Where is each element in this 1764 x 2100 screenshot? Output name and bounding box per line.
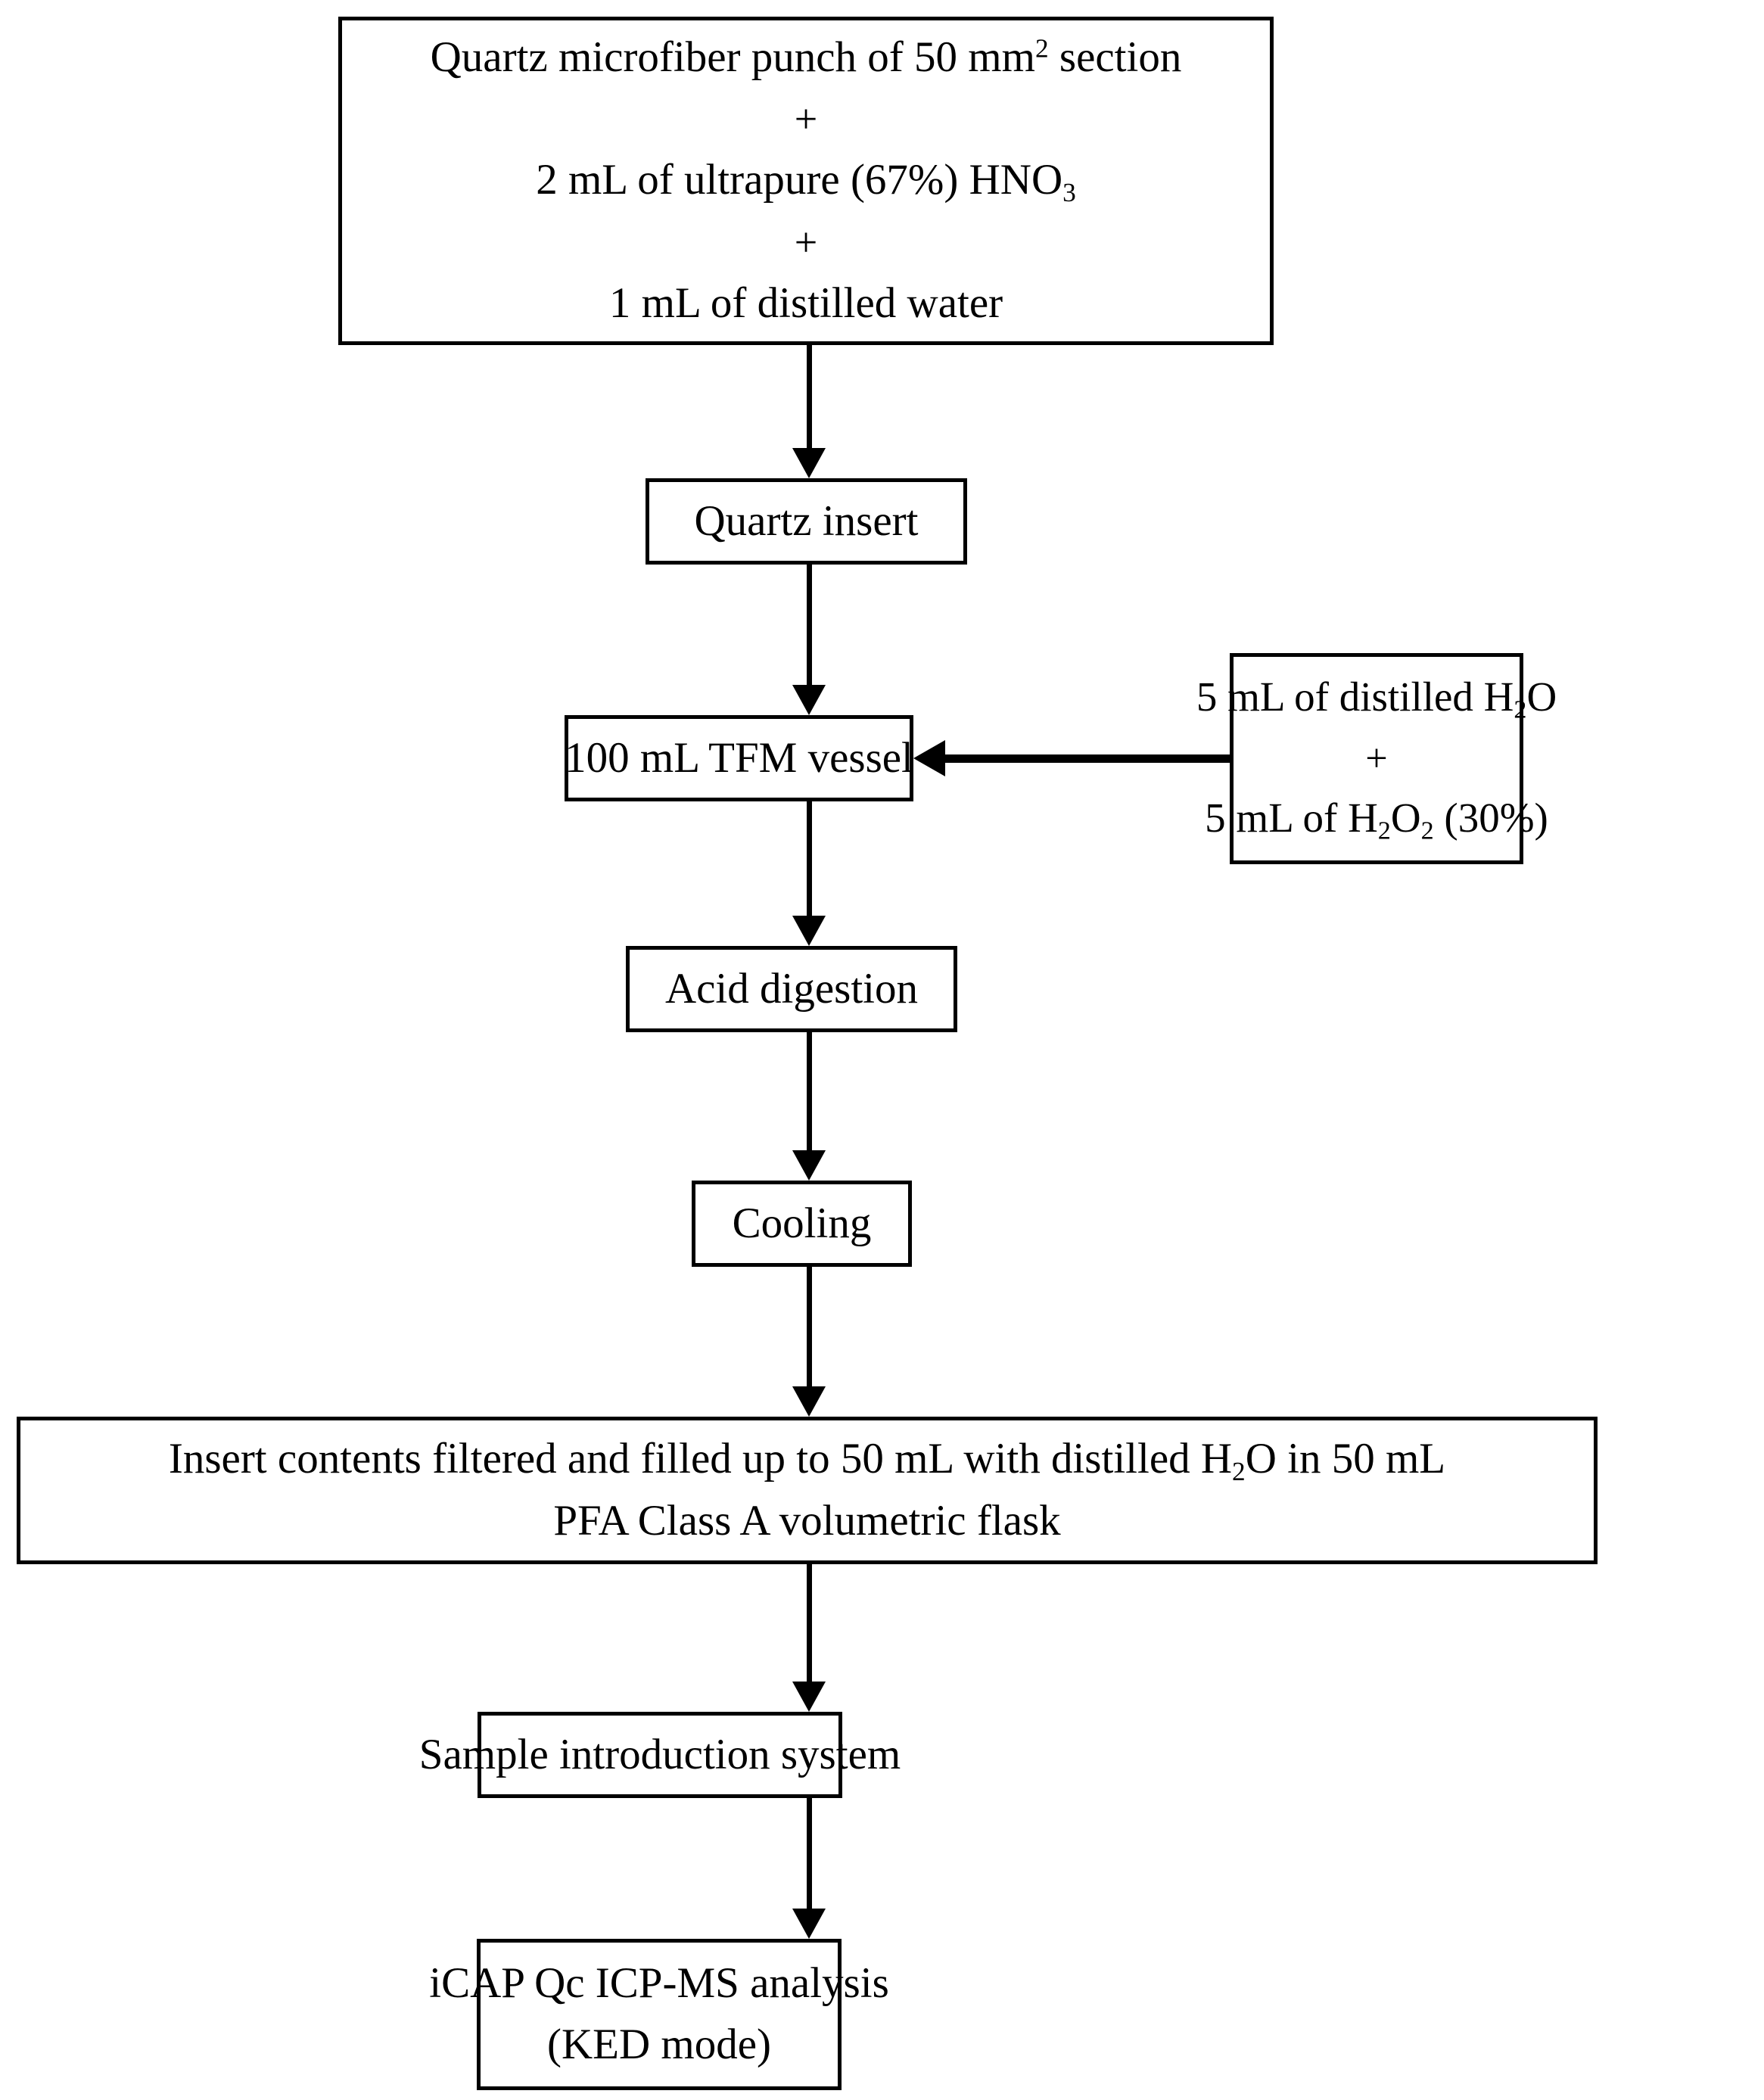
arrow-acid-digestion-to-cooling	[792, 1032, 826, 1181]
arrow-head-down-icon	[792, 1386, 826, 1417]
node-volumetric-flask: Insert contents filtered and filled up t…	[17, 1417, 1598, 1564]
node-flask-line-2: PFA Class A volumetric flask	[553, 1497, 1061, 1545]
node-reagents-plus-1: +	[794, 95, 818, 142]
arrow-shaft	[807, 1798, 812, 1909]
arrow-shaft	[807, 565, 812, 685]
node-tfm-vessel-label: 100 mL TFM vessel	[565, 733, 913, 782]
subscript-two-b: 2	[1420, 817, 1434, 845]
node-flask-line-1: Insert contents filtered and filled up t…	[168, 1434, 1446, 1486]
node-peroxide-line-2: 5 mL of H2O2 (30%)	[1205, 794, 1548, 845]
node-acid-digestion-label: Acid digestion	[664, 964, 919, 1013]
arrow-head-down-icon	[792, 916, 826, 946]
node-peroxide-plus: +	[1365, 736, 1388, 781]
node-cooling: Cooling	[692, 1181, 912, 1267]
node-sample-introduction-system: Sample introduction system	[419, 1712, 901, 1798]
arrow-tfm-vessel-to-acid-digestion	[792, 801, 826, 946]
node-quartz-insert-label: Quartz insert	[694, 496, 919, 545]
arrow-shaft	[807, 1564, 812, 1682]
node-quartz-insert: Quartz insert	[646, 478, 967, 565]
subscript-two: 2	[1232, 1456, 1246, 1486]
arrow-head-down-icon	[792, 1909, 826, 1939]
arrow-head-down-icon	[792, 448, 826, 478]
arrow-quartz-insert-to-tfm-vessel	[792, 565, 826, 715]
node-peroxide-line-1: 5 mL of distilled H2O	[1196, 674, 1557, 724]
arrow-shaft	[807, 1267, 812, 1386]
arrow-reagents-to-quartz-insert	[792, 345, 826, 478]
node-intro-system-label: Sample introduction system	[418, 1730, 901, 1778]
arrow-shaft	[944, 754, 1230, 763]
arrow-intro-system-to-icpms	[792, 1798, 826, 1939]
node-icpms-line-1: iCAP Qc ICP-MS analysis	[429, 1959, 889, 2008]
arrow-cooling-to-flask	[792, 1267, 826, 1417]
node-reagents: Quartz microfiber punch of 50 mm2 sectio…	[338, 17, 1274, 345]
node-reagents-line-1: Quartz microfiber punch of 50 mm2 sectio…	[430, 33, 1182, 81]
arrow-shaft	[807, 1032, 812, 1150]
arrow-peroxide-to-tfm-vessel	[913, 740, 1230, 776]
superscript-square: 2	[1034, 33, 1049, 64]
node-tfm-vessel: 100 mL TFM vessel	[565, 715, 913, 801]
node-reagents-plus-2: +	[794, 219, 818, 266]
arrow-head-down-icon	[792, 1682, 826, 1712]
subscript-two-a: 2	[1377, 817, 1391, 845]
arrow-head-down-icon	[792, 685, 826, 715]
arrow-head-left-icon	[913, 740, 945, 776]
arrow-flask-to-intro-system	[792, 1564, 826, 1712]
arrow-head-down-icon	[792, 1150, 826, 1181]
node-reagents-line-2: 2 mL of ultrapure (67%) HNO3	[536, 155, 1076, 207]
node-icpms-analysis: iCAP Qc ICP-MS analysis (KED mode)	[429, 1939, 889, 2090]
node-acid-digestion: Acid digestion	[626, 946, 957, 1032]
node-reagents-line-3: 1 mL of distilled water	[608, 279, 1003, 328]
subscript-three: 3	[1062, 177, 1076, 207]
arrow-shaft	[807, 345, 812, 448]
arrow-shaft	[807, 801, 812, 916]
node-cooling-label: Cooling	[732, 1199, 872, 1247]
node-icpms-line-2: (KED mode)	[547, 2021, 771, 2068]
subscript-two: 2	[1514, 695, 1527, 724]
node-peroxide-addition: 5 mL of distilled H2O + 5 mL of H2O2 (30…	[1196, 653, 1557, 864]
